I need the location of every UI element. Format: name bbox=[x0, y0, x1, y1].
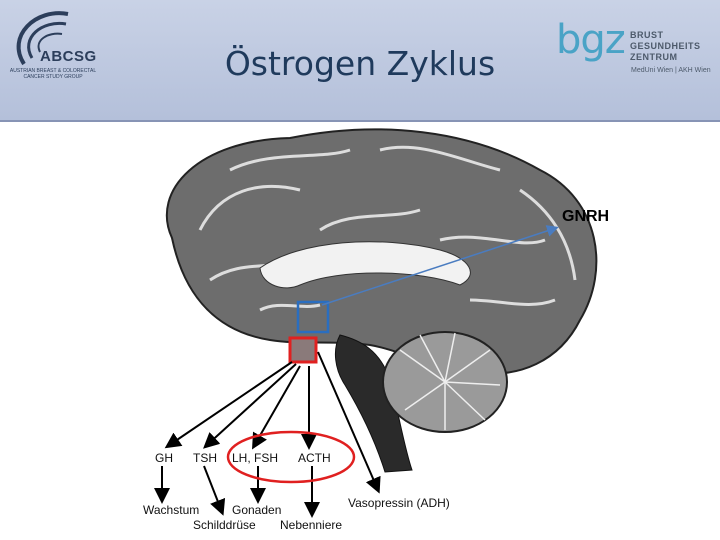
bgz-logo-subtitle: MedUni Wien | AKH Wien bbox=[631, 67, 711, 74]
target-wachstum: Wachstum bbox=[143, 503, 200, 517]
arrow-tsh bbox=[203, 363, 297, 449]
hormone-lh-fsh: LH, FSH bbox=[232, 451, 279, 465]
hypothalamus-highlight bbox=[296, 300, 330, 334]
arrow-gh bbox=[164, 361, 293, 449]
gnrh-label: GNRH bbox=[562, 208, 610, 225]
hormone-acth: ACTH bbox=[298, 451, 331, 465]
hormone-tsh: TSH bbox=[193, 451, 217, 465]
arrow-schilddruese bbox=[203, 465, 226, 516]
hormone-gh: GH bbox=[155, 451, 173, 465]
hormone-highlight-ellipse bbox=[226, 430, 356, 484]
bgz-line-3: ZENTRUM bbox=[630, 52, 678, 62]
pituitary-highlight bbox=[288, 336, 318, 364]
vasopressin-label: Vasopressin (ADH) bbox=[348, 496, 450, 510]
arrow-vasopressin bbox=[317, 351, 381, 494]
target-schilddruese: Schilddrüse bbox=[193, 518, 256, 532]
gnrh-arrow bbox=[321, 225, 559, 306]
page-title: Östrogen Zyklus bbox=[224, 44, 496, 83]
brain-gyri-icon bbox=[198, 145, 577, 312]
bgz-logo-lines: BRUST GESUNDHEITS ZENTRUM bbox=[630, 30, 701, 63]
bgz-line-1: BRUST bbox=[630, 30, 664, 40]
cerebellum-folia-icon bbox=[399, 332, 501, 430]
target-nebenniere: Nebenniere bbox=[280, 518, 343, 532]
abcsg-logo-subtitle: Austrian Breast & Colorectal Cancer Stud… bbox=[9, 68, 97, 80]
target-gonaden: Gonaden bbox=[232, 503, 282, 517]
bgz-line-2: GESUNDHEITS bbox=[630, 41, 701, 51]
arrow-lhfsh bbox=[252, 365, 301, 450]
abcsg-logo-text: ABCSG bbox=[40, 48, 97, 65]
bgz-logo-text: bgz bbox=[556, 17, 626, 63]
corpus-callosum-icon bbox=[259, 241, 471, 289]
abcsg-logo-icon bbox=[16, 11, 69, 66]
brainstem-icon bbox=[334, 334, 413, 473]
header-banner: ABCSG Austrian Breast & Colorectal Cance… bbox=[0, 0, 720, 122]
